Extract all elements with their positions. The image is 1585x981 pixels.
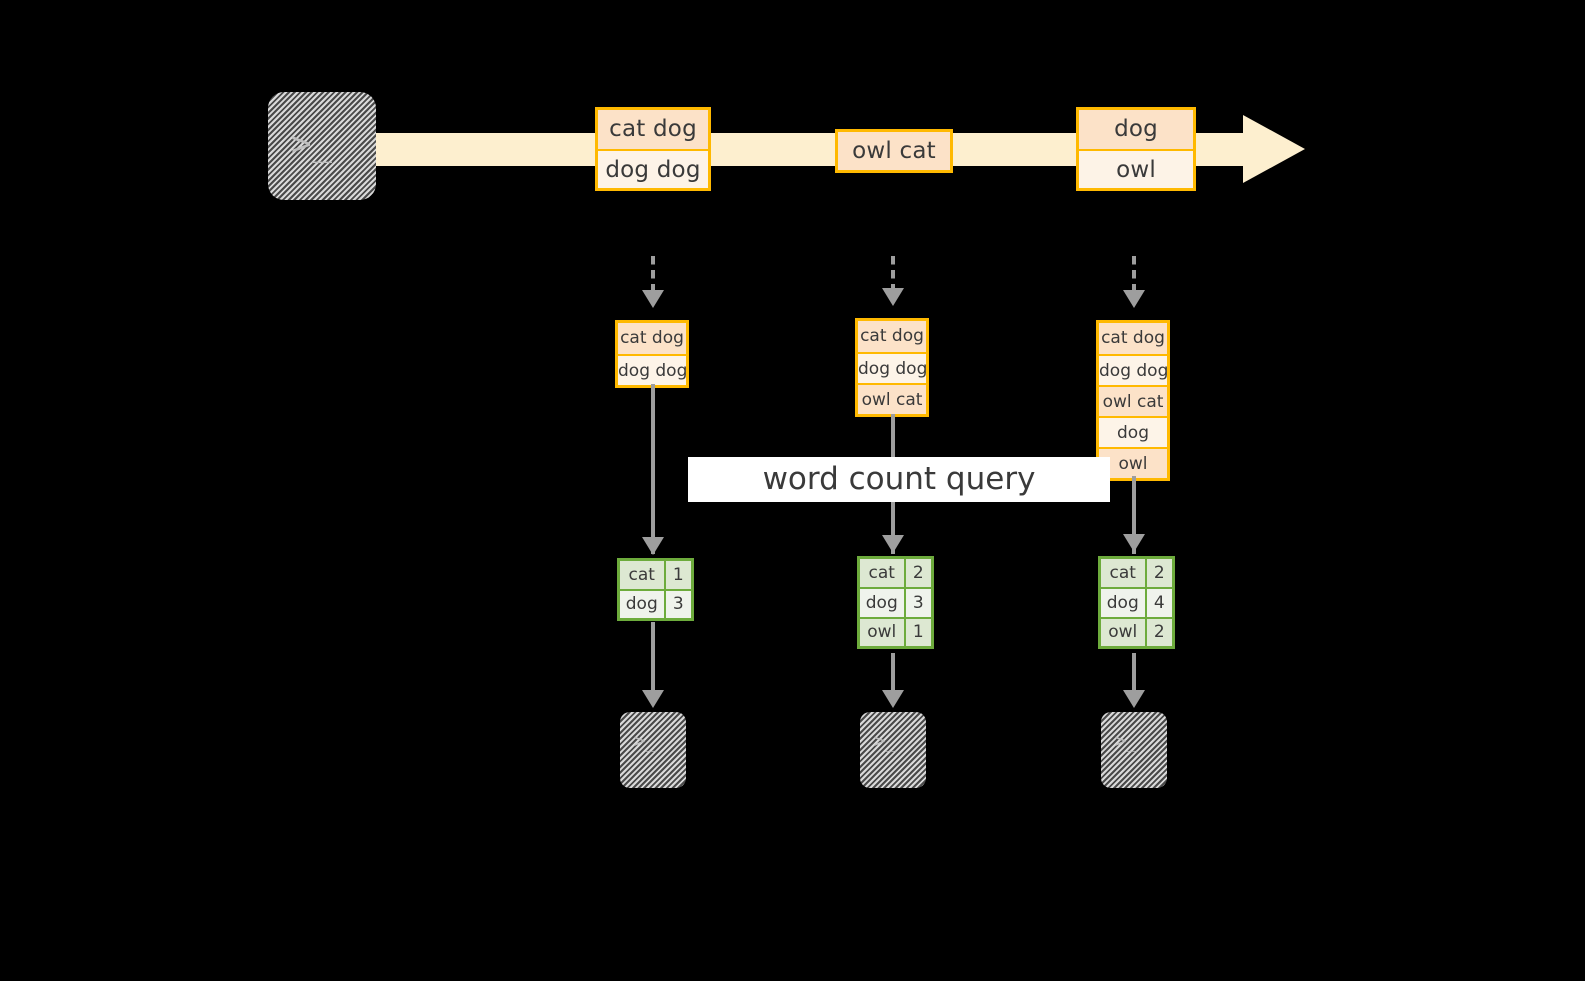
result-count: 1 — [903, 616, 933, 648]
table-row: cat 1 — [618, 559, 693, 590]
buffer-stack-3: cat dog dog dog owl cat dog owl — [1096, 320, 1170, 481]
sink-terminal-icon-2[interactable]: >_ — [860, 712, 926, 788]
source-terminal-icon[interactable]: >_ — [268, 92, 376, 200]
buffer-line: cat dog — [1099, 323, 1167, 354]
buffer-line: dog dog — [618, 354, 687, 385]
buffer-stack-2: cat dog dog dog owl cat — [855, 318, 929, 417]
stream-record-line: owl cat — [838, 132, 950, 170]
result-word: owl — [1099, 616, 1146, 648]
sink-connector-1-arrowhead-icon — [642, 690, 664, 708]
table-row: cat 2 — [858, 557, 933, 588]
result-table-3: cat 2 dog 4 owl 2 — [1098, 556, 1175, 649]
result-count: 3 — [903, 586, 933, 618]
sink-connector-3-arrowhead-icon — [1123, 690, 1145, 708]
table-row: dog 3 — [618, 588, 693, 620]
buffer-line: dog — [1099, 416, 1167, 447]
sink-connector-2 — [891, 653, 895, 694]
dashed-connector-2 — [891, 256, 895, 290]
stream-record-line: dog — [1079, 110, 1193, 149]
table-row: owl 2 — [1099, 616, 1174, 648]
query-connector-1 — [651, 384, 655, 554]
table-row: dog 3 — [858, 586, 933, 618]
query-connector-1-arrowhead-icon — [642, 537, 664, 555]
result-word: cat — [858, 557, 905, 588]
terminal-prompt-glyph: >_ — [291, 124, 332, 164]
result-word: cat — [1099, 557, 1146, 588]
result-count: 4 — [1144, 586, 1174, 618]
result-word: cat — [618, 559, 665, 590]
table-row: cat 2 — [1099, 557, 1174, 588]
result-count: 1 — [663, 559, 693, 590]
dashed-connector-1-arrowhead-icon — [642, 290, 664, 308]
query-connector-3 — [1132, 476, 1136, 554]
stream-record-line: owl — [1079, 149, 1193, 188]
terminal-prompt-glyph: >_ — [634, 730, 657, 752]
sink-terminal-icon-3[interactable]: >_ — [1101, 712, 1167, 788]
buffer-line: cat dog — [618, 323, 686, 354]
stream-arrow-head-icon — [1243, 115, 1305, 183]
buffer-line: cat dog — [858, 321, 926, 352]
stream-record-line: dog dog — [598, 149, 708, 188]
result-word: dog — [1099, 586, 1146, 618]
sink-connector-3 — [1132, 653, 1136, 694]
terminal-prompt-glyph: >_ — [874, 730, 897, 752]
dashed-connector-1 — [651, 256, 655, 292]
terminal-prompt-glyph: >_ — [1115, 730, 1138, 752]
result-count: 2 — [1144, 616, 1174, 648]
query-connector-2-arrowhead-icon — [882, 535, 904, 553]
result-count: 2 — [903, 557, 933, 588]
buffer-line: dog dog — [1099, 354, 1168, 385]
result-word: owl — [858, 616, 905, 648]
query-connector-3-arrowhead-icon — [1123, 534, 1145, 552]
dashed-connector-3-arrowhead-icon — [1123, 290, 1145, 308]
sink-terminal-icon-1[interactable]: >_ — [620, 712, 686, 788]
result-table-1: cat 1 dog 3 — [617, 558, 694, 621]
result-word: dog — [618, 588, 665, 620]
table-row: dog 4 — [1099, 586, 1174, 618]
buffer-line: owl cat — [1099, 385, 1167, 416]
result-word: dog — [858, 586, 905, 618]
buffer-line: owl — [1099, 447, 1167, 478]
query-banner-label: word count query — [688, 457, 1110, 502]
dashed-connector-3 — [1132, 256, 1136, 292]
table-row: owl 1 — [858, 616, 933, 648]
dashed-connector-2-arrowhead-icon — [882, 288, 904, 306]
stream-record-2: owl cat — [835, 129, 953, 173]
stream-record-1: cat dog dog dog — [595, 107, 711, 191]
buffer-line: owl cat — [858, 383, 926, 414]
buffer-stack-1: cat dog dog dog — [615, 320, 689, 388]
sink-connector-1 — [651, 622, 655, 694]
result-count: 2 — [1144, 557, 1174, 588]
result-table-2: cat 2 dog 3 owl 1 — [857, 556, 934, 649]
sink-connector-2-arrowhead-icon — [882, 690, 904, 708]
stream-record-line: cat dog — [598, 110, 708, 149]
stream-record-3: dog owl — [1076, 107, 1196, 191]
result-count: 3 — [663, 588, 693, 620]
buffer-line: dog dog — [858, 352, 927, 383]
